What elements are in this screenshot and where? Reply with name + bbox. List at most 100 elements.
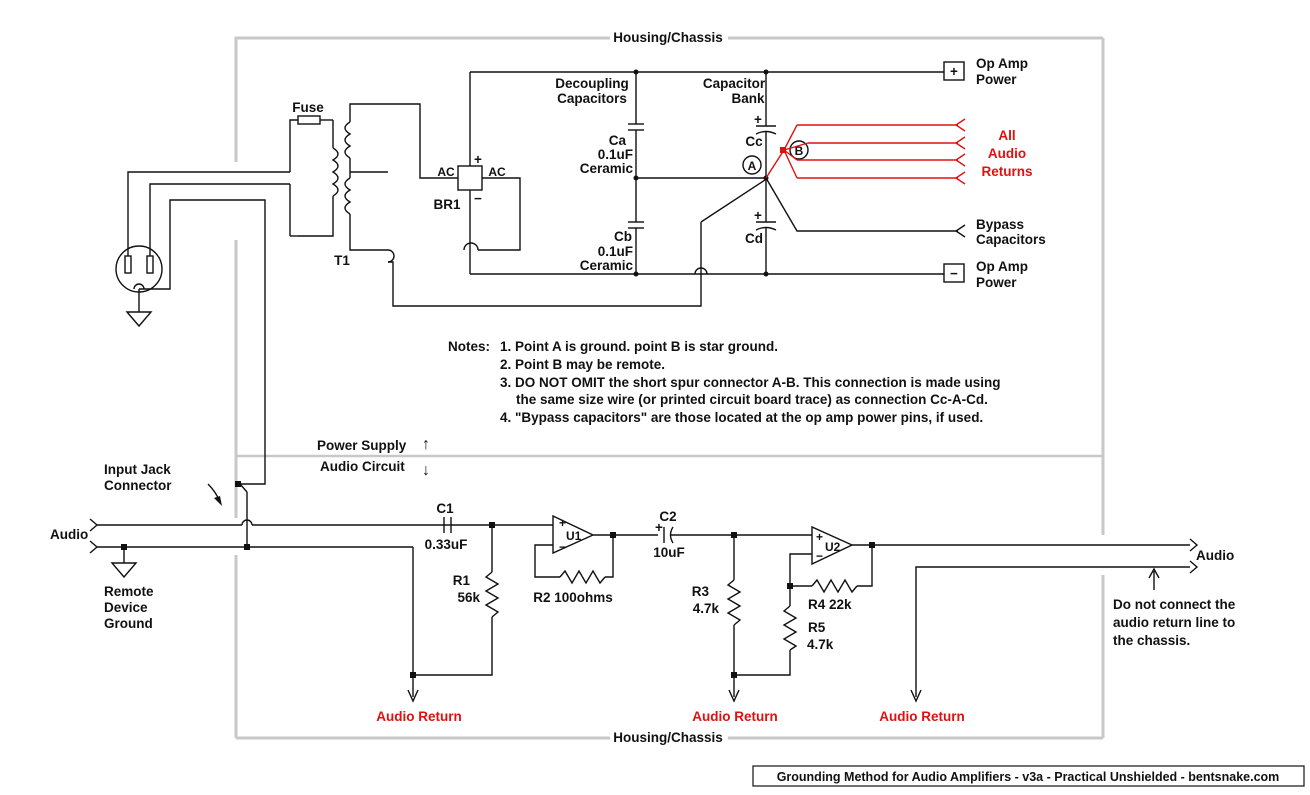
c2-label: C2	[659, 509, 676, 524]
bridge-rectifier-br1	[457, 72, 521, 274]
br1-minus: −	[474, 191, 482, 206]
all-returns-label-3: Returns	[981, 164, 1032, 179]
all-returns-label-1: All	[998, 128, 1015, 143]
remote-label-3: Ground	[104, 616, 153, 631]
t1-label: T1	[334, 253, 350, 268]
notes-block: Notes: 1. Point A is ground. point B is …	[448, 339, 1001, 425]
bypass-capacitor-line	[765, 177, 966, 238]
r5-label: R5	[808, 620, 826, 635]
decoupling-label-2: Capacitors	[557, 91, 627, 106]
capacitor-c1	[443, 517, 553, 533]
input-jack-label-2: Connector	[104, 478, 172, 493]
u1-label: U1	[566, 529, 582, 543]
note-3b: the same size wire (or printed circuit b…	[516, 392, 988, 407]
cb-label: Cb	[614, 229, 632, 244]
resistor-r1	[407, 525, 500, 703]
input-jack-label-1: Input Jack	[104, 462, 171, 477]
housing-chassis-outline	[234, 36, 1105, 740]
u1-minus: −	[559, 540, 566, 554]
cb-type: Ceramic	[580, 258, 634, 273]
up-arrow-icon: ↑	[422, 436, 430, 453]
capacitor-c2	[663, 526, 812, 544]
note-3a: 3. DO NOT OMIT the short spur connector …	[500, 375, 1001, 390]
decoupling-capacitors	[628, 69, 768, 277]
note-1: 1. Point A is ground. point B is star gr…	[500, 339, 778, 354]
u2-label: U2	[825, 540, 841, 554]
input-jack-arrowhead	[214, 496, 222, 506]
power-supply-label: Power Supply	[317, 438, 407, 453]
supply-rails	[387, 71, 944, 307]
r1-value: 56k	[457, 590, 480, 605]
audio-in-label: Audio	[50, 527, 88, 542]
cap-bank-label-2: Bank	[731, 91, 765, 106]
down-arrow-icon: ↓	[422, 462, 430, 479]
cc-label: Cc	[745, 134, 763, 149]
note-2: 2. Point B may be remote.	[500, 357, 665, 372]
point-b-label: B	[795, 144, 804, 158]
ac-label-right: AC	[488, 165, 506, 179]
r3-label: R3	[692, 584, 710, 599]
footer-box	[752, 765, 1305, 787]
opamp-pos-label-1: Op Amp	[976, 56, 1028, 71]
audio-circuit-label: Audio Circuit	[320, 459, 405, 474]
cd-label: Cd	[745, 231, 763, 246]
r3-value: 4.7k	[693, 601, 720, 616]
opamp-neg-label-1: Op Amp	[976, 259, 1028, 274]
mains-plug	[115, 171, 290, 485]
remote-label-1: Remote	[104, 584, 154, 599]
no-connect-label-1: Do not connect the	[1113, 597, 1236, 612]
audio-return-label-1: Audio Return	[376, 709, 462, 724]
u1-plus: +	[559, 516, 566, 530]
r5-value: 4.7k	[807, 637, 834, 652]
r1-label: R1	[453, 573, 471, 588]
bypass-label-1: Bypass	[976, 217, 1024, 232]
c2-plus: +	[655, 520, 663, 535]
opamp-pos-label-2: Power	[976, 72, 1017, 87]
point-a-marker	[742, 155, 762, 175]
point-b-marker	[789, 140, 809, 160]
c2-value: 10uF	[653, 545, 685, 560]
note-4: 4. "Bypass capacitors" are those located…	[500, 410, 983, 425]
audio-return-label-2: Audio Return	[692, 709, 778, 724]
c1-value: 0.33uF	[425, 537, 468, 552]
r4-label: R4 22k	[808, 597, 852, 612]
cd-plus: +	[754, 208, 762, 223]
audio-return-label-3: Audio Return	[879, 709, 965, 724]
br1-label: BR1	[433, 197, 460, 212]
opamp-neg-label-2: Power	[976, 275, 1017, 290]
ca-value: 0.1uF	[598, 147, 633, 162]
resistor-r3	[726, 535, 791, 703]
all-returns-label-2: Audio	[988, 146, 1026, 161]
no-connect-label-2: audio return line to	[1113, 615, 1235, 630]
star-ground-returns	[765, 118, 966, 185]
housing-label-bottom: Housing/Chassis	[613, 730, 723, 745]
opamp-power-terminals	[943, 61, 965, 283]
no-connect-label-3: the chassis.	[1113, 633, 1190, 648]
notes-prefix: Notes:	[448, 339, 490, 354]
br1-plus: +	[474, 152, 482, 167]
ca-type: Ceramic	[580, 161, 634, 176]
fuse-label: Fuse	[292, 100, 324, 115]
footer-title: Grounding Method for Audio Amplifiers - …	[777, 770, 1280, 784]
audio-output-lines	[910, 538, 1199, 703]
audio-input-lines	[89, 481, 451, 579]
point-a-label: A	[748, 159, 757, 173]
u2-plus: +	[816, 530, 823, 544]
cb-value: 0.1uF	[598, 244, 633, 259]
decoupling-label-1: Decoupling	[555, 76, 629, 91]
opamp-u1	[534, 514, 658, 585]
transformer-t1	[289, 103, 458, 251]
ac-label-left: AC	[437, 165, 455, 179]
bypass-label-2: Capacitors	[976, 232, 1046, 247]
r2-label: R2 100ohms	[533, 590, 613, 605]
opamp-pos-sign: +	[950, 64, 958, 79]
audio-out-label: Audio	[1196, 548, 1234, 563]
cap-bank-label-1: Capacitor	[703, 76, 766, 91]
cc-plus: +	[754, 112, 762, 127]
opamp-u2	[782, 525, 1190, 651]
c1-label: C1	[436, 501, 454, 516]
housing-label-top: Housing/Chassis	[613, 30, 723, 45]
opamp-neg-sign: −	[950, 266, 958, 281]
